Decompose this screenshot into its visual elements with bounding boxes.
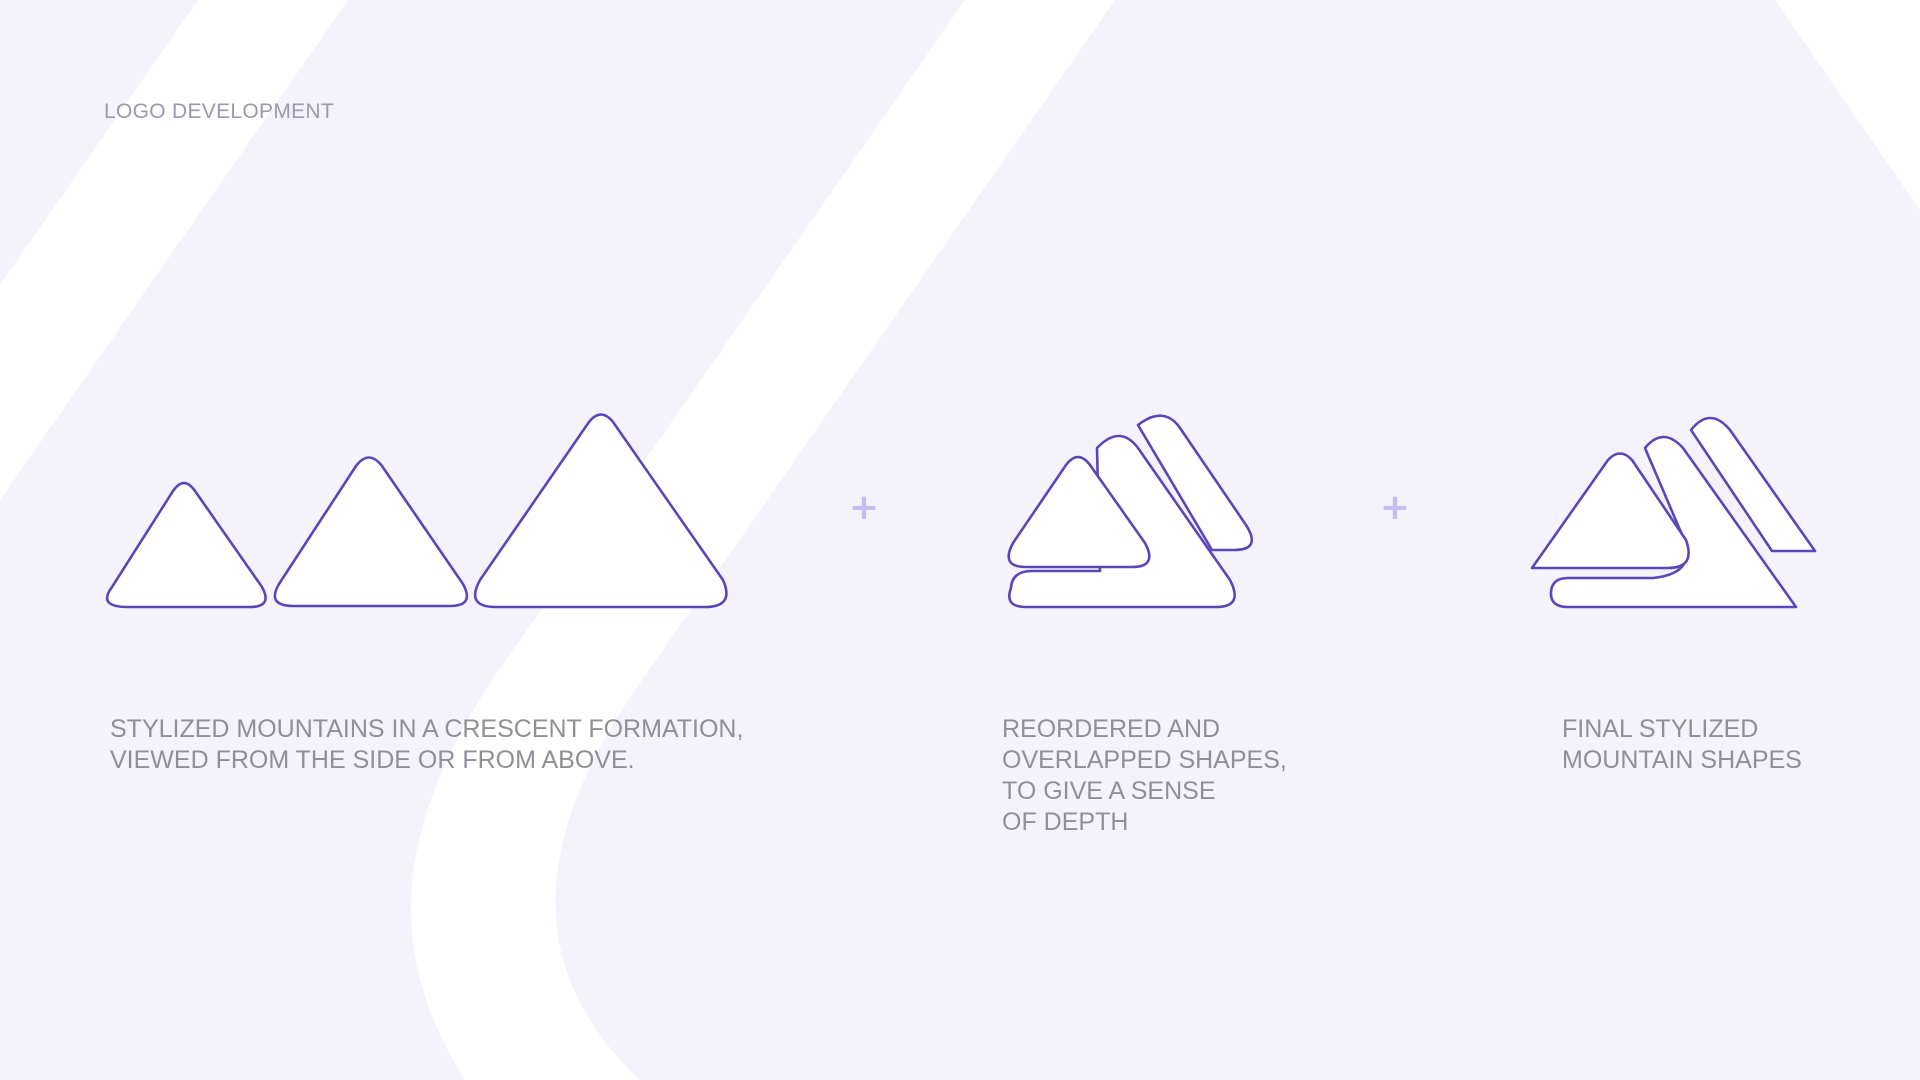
caption-overlapped-shapes: REORDERED AND OVERLAPPED SHAPES, TO GIVE… — [1002, 714, 1287, 838]
caption-line: TO GIVE A SENSE — [1002, 777, 1216, 805]
plus-connector-1: + — [848, 487, 880, 528]
mountain-large — [473, 413, 728, 609]
caption-line: OF DEPTH — [1002, 808, 1129, 836]
mountain-small — [105, 481, 267, 609]
caption-line: VIEWED FROM THE SIDE OR FROM ABOVE. — [110, 746, 635, 774]
caption-final-mountains: FINAL STYLIZED MOUNTAIN SHAPES — [1562, 714, 1802, 776]
mountain-medium — [273, 456, 469, 608]
caption-line: STYLIZED MOUNTAINS IN A CRESCENT FORMATI… — [110, 715, 744, 743]
overlap-shape-front — [1007, 455, 1151, 569]
caption-line: REORDERED AND — [1002, 715, 1221, 743]
final-shape-front — [1530, 452, 1690, 570]
caption-crescent-mountains: STYLIZED MOUNTAINS IN A CRESCENT FORMATI… — [110, 714, 743, 776]
caption-line: OVERLAPPED SHAPES, — [1002, 746, 1287, 774]
background-band-right — [1775, 0, 1920, 210]
overlap-shape-back — [1136, 414, 1254, 552]
background-band-left — [0, 0, 348, 500]
step-crescent-mountains — [105, 413, 728, 609]
caption-line: MOUNTAIN SHAPES — [1562, 746, 1802, 774]
step-overlapped-shapes — [1007, 414, 1254, 609]
plus-connector-2: + — [1379, 487, 1411, 528]
step-final-mountains — [1530, 416, 1817, 609]
background-band-center — [410, 0, 1115, 1080]
caption-line: FINAL STYLIZED — [1562, 715, 1759, 743]
final-shape-back — [1689, 416, 1817, 553]
section-label: LOGO DEVELOPMENT — [104, 100, 335, 123]
